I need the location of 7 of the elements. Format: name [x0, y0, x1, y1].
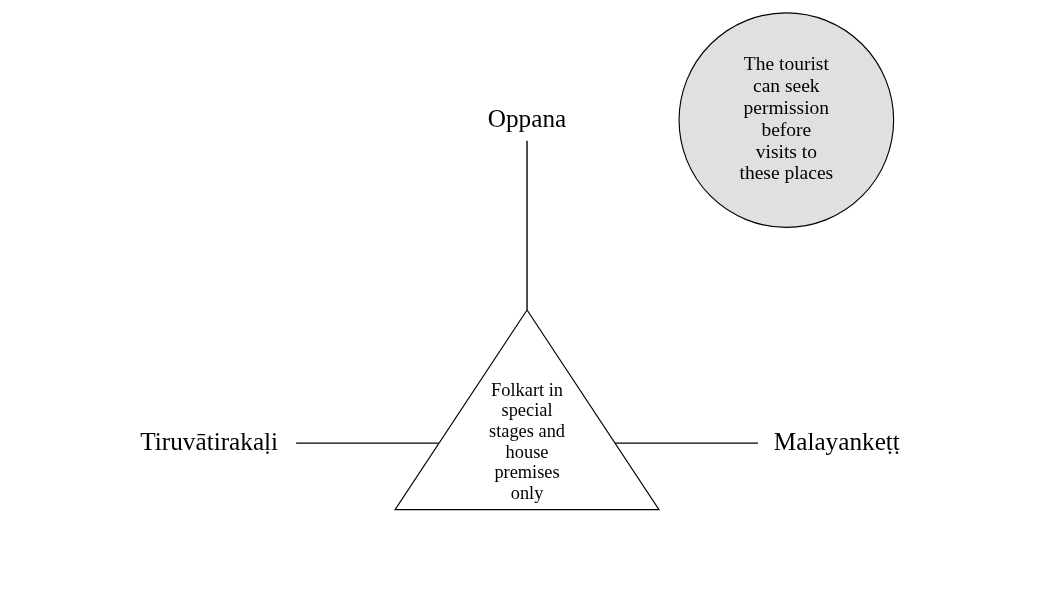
node-circle: The tourist can seek permission before visits to these places — [678, 12, 895, 228]
connector — [295, 442, 440, 444]
connector — [614, 442, 759, 444]
node-text: Tiruvātirakaḷi — [140, 427, 279, 455]
node-text: Malayankeṭṭ — [773, 427, 900, 455]
node-text: Oppana — [487, 104, 567, 132]
connector — [526, 140, 528, 311]
